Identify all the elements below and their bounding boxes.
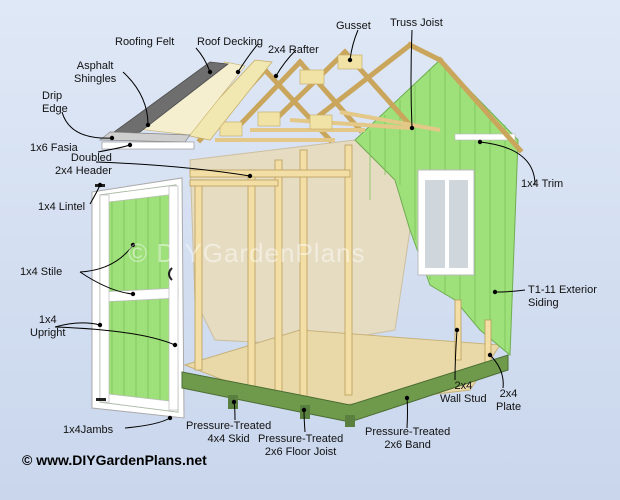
label-roofing-felt: Roofing Felt [115, 36, 175, 48]
window-pane-left [425, 180, 445, 268]
truss-joists [215, 110, 441, 142]
door-trim [99, 184, 179, 413]
window-pane-right [449, 180, 468, 268]
label-truss-joist: Truss Joist [390, 17, 443, 29]
skid [300, 405, 310, 419]
label-doubled-header: Doubled 2x4 Header [55, 152, 112, 177]
label-fasia: 1x6 Fasia [30, 142, 78, 154]
label-jambs: 1x4Jambs [63, 424, 114, 436]
door-hinge-bottom [96, 398, 106, 401]
skid [345, 415, 355, 427]
trim-board [454, 133, 516, 141]
label-trim: 1x4 Trim [521, 178, 564, 190]
label-lintel: 1x4 Lintel [38, 201, 86, 213]
pressure-treated-band [181, 354, 509, 423]
label-rafter: 2x4 Rafter [268, 44, 319, 56]
label-siding: T1-11 Exterior Siding [528, 284, 597, 309]
label-gusset: Gusset [336, 20, 371, 32]
site-credit: © www.DIYGardenPlans.net [22, 452, 207, 468]
callout-dots [97, 57, 498, 421]
drip-edge [99, 131, 191, 143]
roof-decking [184, 59, 273, 141]
label-skid: Pressure-Treated 4x4 Skid [186, 420, 272, 445]
door-handle [168, 267, 173, 281]
label-floor-joist: Pressure-Treated 2x6 Floor Joist [258, 433, 344, 458]
label-wall-stud: 2x4 Wall Stud [440, 380, 487, 405]
label-stile: 1x4 Stile [20, 266, 63, 278]
label-drip-edge: Drip Edge [42, 90, 68, 115]
label-plate: 2x4 Plate [496, 388, 522, 413]
watermark: © DIYGardenPlans [128, 238, 366, 268]
fascia-board [101, 141, 195, 150]
label-roof-decking: Roof Decking [197, 36, 264, 48]
label-band: Pressure-Treated 2x6 Band [365, 426, 451, 451]
label-asphalt-shingles: Asphalt Shingles [74, 60, 117, 85]
label-upright: 1x4 Upright [30, 314, 66, 339]
